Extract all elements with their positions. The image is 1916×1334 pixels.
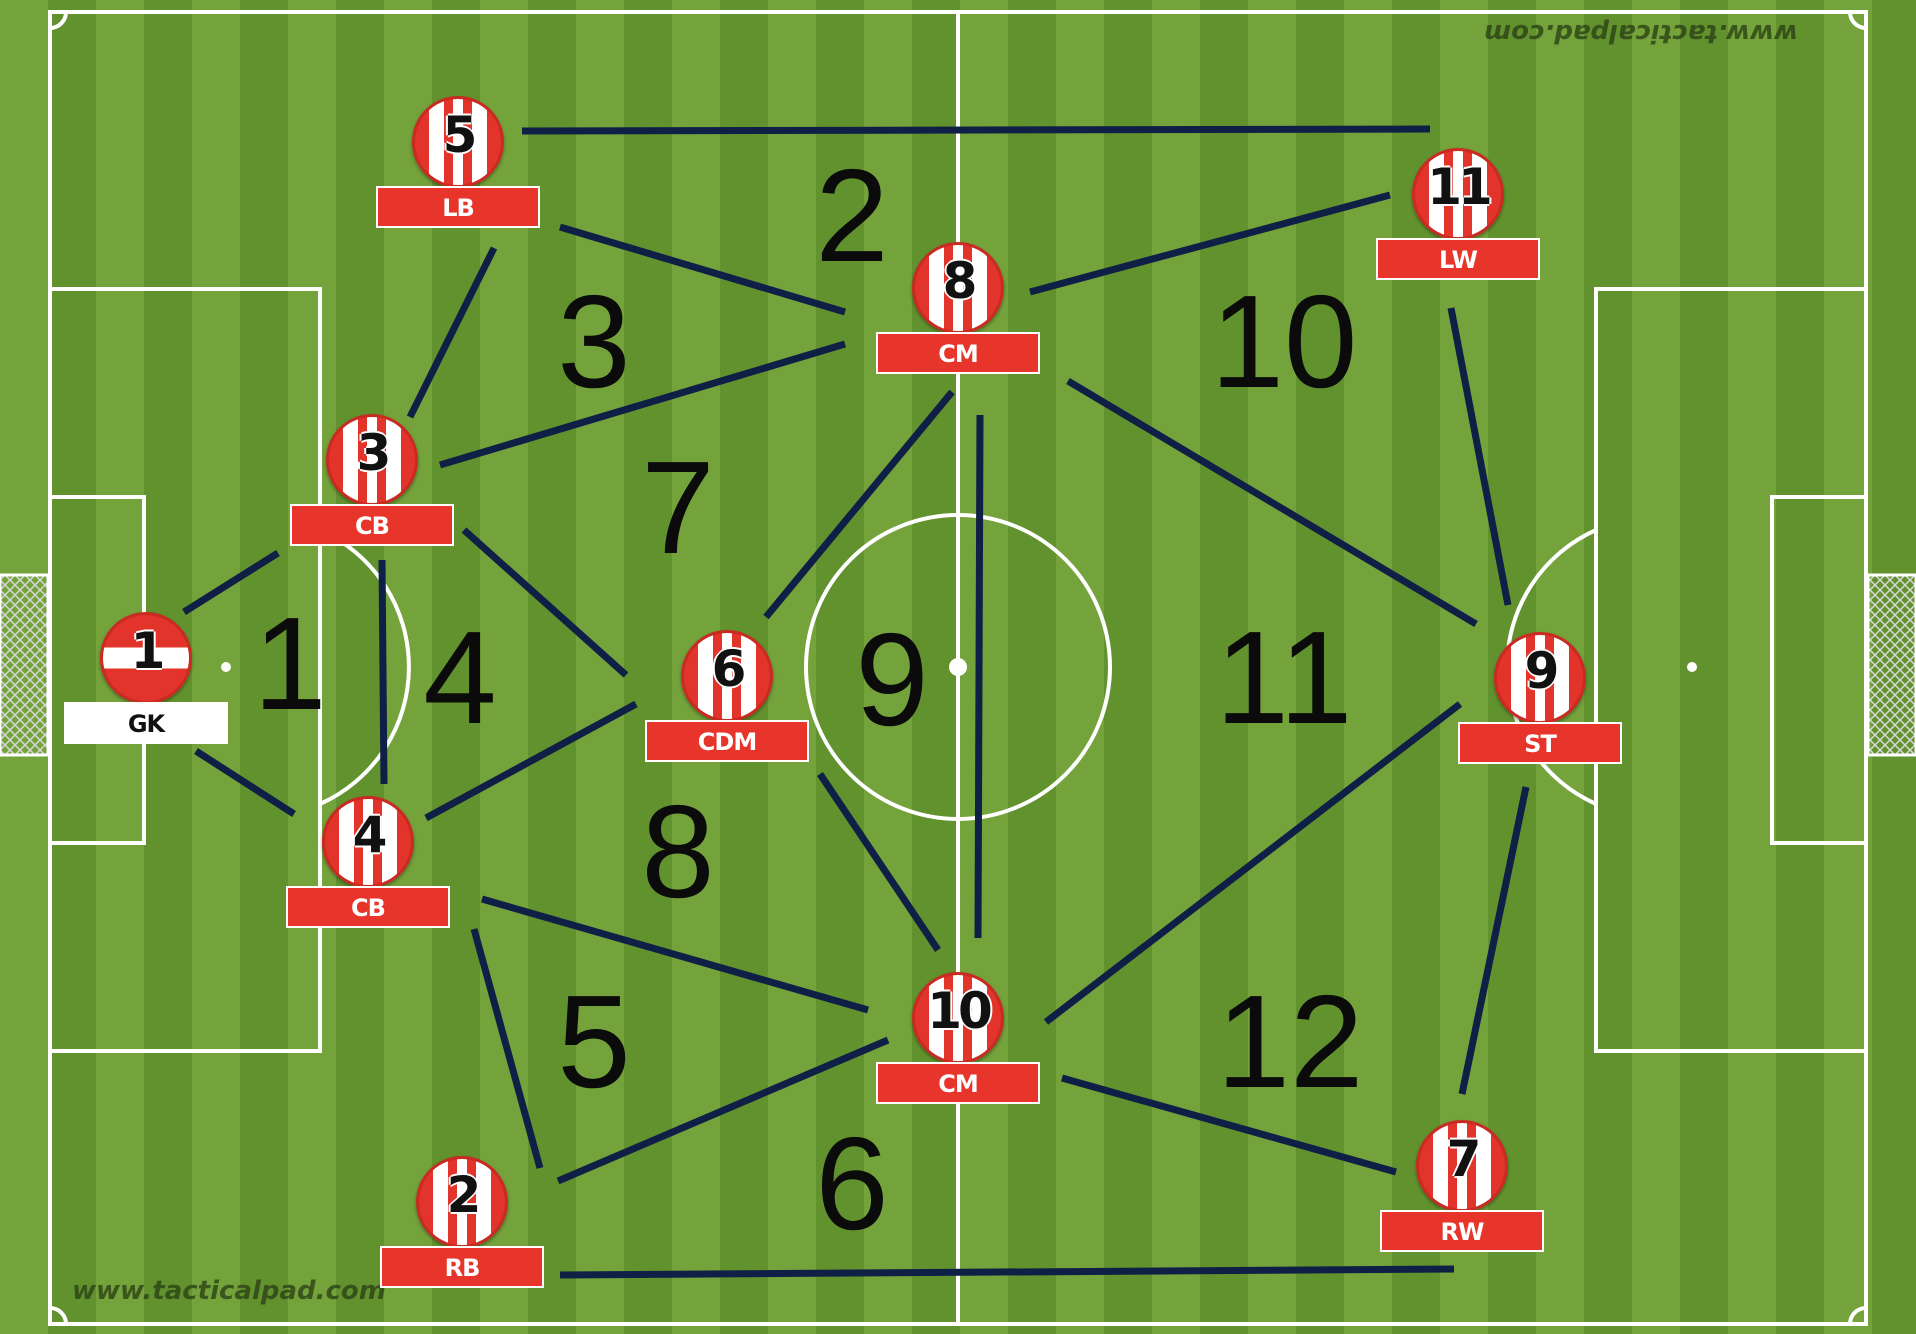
connector-line (817, 772, 941, 952)
connector-line (461, 527, 629, 678)
zone-number: 8 (641, 778, 715, 925)
center-circle (804, 513, 1112, 821)
shirt-icon (681, 630, 773, 722)
zone-number: 3 (557, 268, 631, 415)
player-rb[interactable]: 2 RB (376, 1156, 548, 1296)
player-position-label: LW (1376, 238, 1540, 280)
player-number: 9 (1524, 642, 1560, 700)
watermark-top: www.tacticalpad.com (1484, 18, 1798, 48)
center-spot (949, 658, 967, 676)
connector-line (559, 1265, 1455, 1279)
player-position-label: CB (286, 886, 450, 928)
player-gk[interactable]: 1 GK (60, 612, 232, 752)
shirt-icon (1494, 632, 1586, 724)
connector-line (470, 928, 544, 1169)
shirt-icon (326, 414, 418, 506)
connector-line (1447, 307, 1512, 606)
player-position-label: CM (876, 1062, 1040, 1104)
left-penalty-arc (319, 528, 411, 806)
zone-number: 11 (1215, 604, 1353, 751)
zone-number: 10 (1210, 268, 1358, 415)
player-position-label: CM (876, 332, 1040, 374)
player-number: 3 (356, 424, 392, 482)
zone-number: 12 (1216, 968, 1364, 1115)
corner-arc-tr (1848, 11, 1867, 30)
player-number: 5 (442, 106, 478, 164)
connector-line (182, 550, 280, 615)
left-goal-net (0, 573, 50, 757)
zone-number: 1 (253, 590, 327, 737)
shirt-icon (912, 972, 1004, 1064)
connector-line (558, 223, 847, 316)
zone-number: 9 (855, 606, 929, 753)
right-goal-net (1866, 573, 1916, 757)
shirt-icon (1412, 148, 1504, 240)
connector-line (1043, 701, 1463, 1025)
connector-line (556, 1036, 890, 1185)
zone-number: 6 (815, 1110, 889, 1257)
connector-line (378, 559, 388, 785)
connector-line (1029, 191, 1391, 296)
corner-arc-tl (49, 11, 68, 30)
player-number: 2 (446, 1166, 482, 1224)
connector-line (406, 246, 498, 419)
zone-number: 4 (423, 604, 497, 751)
zone-number: 5 (557, 968, 631, 1115)
connector-line (424, 700, 638, 822)
player-position-label: GK (64, 702, 228, 744)
player-number: 7 (1446, 1130, 1482, 1188)
player-number: 11 (1427, 158, 1493, 216)
player-number: 6 (711, 640, 747, 698)
connector-line (1458, 786, 1530, 1095)
player-number: 1 (130, 622, 166, 680)
right-penalty-spot (1687, 662, 1697, 672)
connector-line (481, 895, 869, 1014)
zone-number: 2 (815, 142, 889, 289)
passing-connectors (182, 125, 1530, 1279)
player-position-label: CDM (645, 720, 809, 762)
player-rw[interactable]: 7 RW (1376, 1120, 1548, 1260)
player-position-label: RB (380, 1246, 544, 1288)
player-position-label: RW (1380, 1210, 1544, 1252)
shirt-icon (912, 242, 1004, 334)
right-six-yard-box (1770, 495, 1868, 845)
connector-line (1066, 377, 1478, 628)
corner-arc-bl (49, 1306, 68, 1325)
left-penalty-spot (221, 662, 231, 672)
player-cm-8[interactable]: 8 CM (872, 242, 1044, 382)
player-st[interactable]: 9 ST (1454, 632, 1626, 772)
player-lw[interactable]: 11 LW (1372, 148, 1544, 288)
player-number: 4 (352, 806, 388, 864)
corner-arc-br (1848, 1306, 1867, 1325)
player-cm-10[interactable]: 10 CM (872, 972, 1044, 1112)
shirt-icon (322, 796, 414, 888)
player-cdm[interactable]: 6 CDM (641, 630, 813, 770)
player-position-label: LB (376, 186, 540, 228)
connector-line (763, 389, 955, 620)
player-lb[interactable]: 5 LB (372, 96, 544, 236)
connector-line (438, 340, 847, 469)
player-cb-4[interactable]: 4 CB (282, 796, 454, 936)
watermark-bottom: www.tacticalpad.com (72, 1276, 386, 1306)
connector-line (974, 414, 984, 939)
connector-line (521, 125, 1431, 135)
player-position-label: CB (290, 504, 454, 546)
connector-line (1061, 1074, 1397, 1176)
player-number: 10 (927, 982, 993, 1040)
connector-line (194, 748, 296, 817)
player-cb-3[interactable]: 3 CB (286, 414, 458, 554)
zone-number: 7 (641, 434, 715, 581)
player-number: 8 (942, 252, 978, 310)
player-position-label: ST (1458, 722, 1622, 764)
